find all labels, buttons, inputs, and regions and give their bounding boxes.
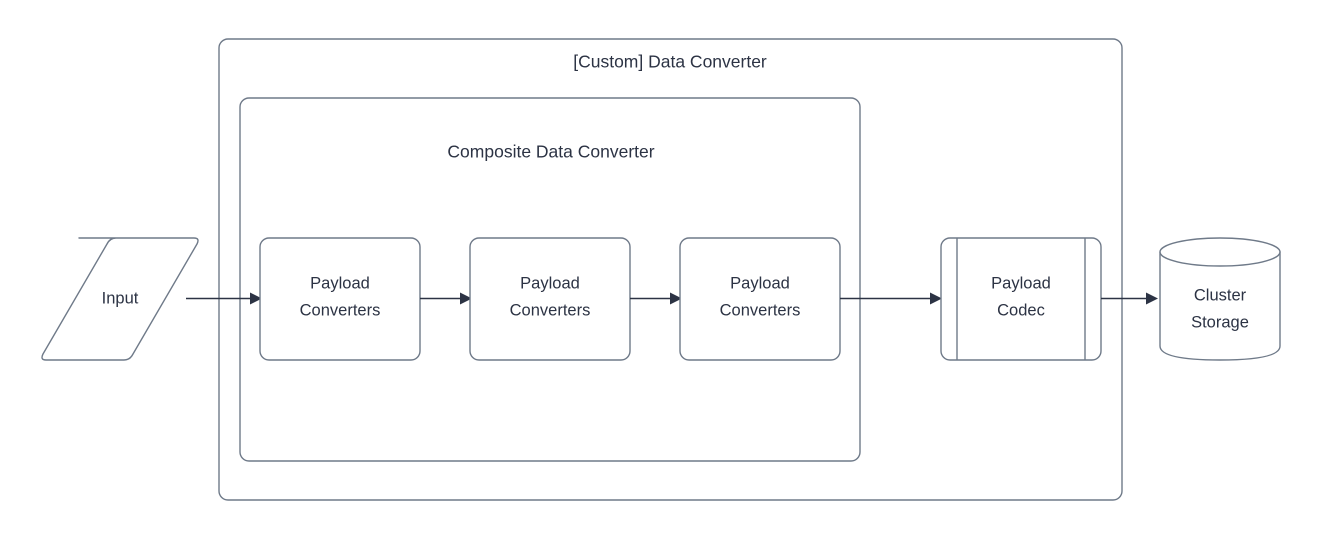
connector-input-to-converter-1 [186, 292, 262, 305]
converter-3-label-line-1: Payload [730, 274, 790, 292]
converter-3-label-line-2: Converters [720, 301, 801, 319]
node-payload-converters-1[interactable]: Payload Converters [259, 237, 421, 361]
cluster-storage-label-line-2: Storage [1191, 313, 1249, 331]
node-input[interactable]: Input [41, 237, 199, 361]
converter-1-label-line-1: Payload [310, 274, 370, 292]
cluster-storage-label-line-1: Cluster [1194, 286, 1247, 304]
converter-1-box [259, 237, 421, 361]
arrowhead-icon [670, 292, 682, 305]
node-payload-codec[interactable]: Payload Codec [940, 237, 1102, 361]
payload-codec-box [940, 237, 1102, 361]
converter-3-box [679, 237, 841, 361]
arrowhead-icon [250, 292, 262, 305]
outer-container-label: [Custom] Data Converter [573, 52, 767, 72]
input-label: Input [102, 289, 139, 307]
cluster-storage-top-cap [1159, 237, 1281, 267]
converter-2-label-line-2: Converters [510, 301, 591, 319]
input-parallelogram-shape [41, 237, 199, 361]
connector-converter-2-to-converter-3 [630, 292, 682, 305]
connector-converter-1-to-converter-2 [420, 292, 472, 305]
converter-2-box [469, 237, 631, 361]
arrowhead-icon [1146, 292, 1158, 305]
inner-container-label: Composite Data Converter [447, 142, 654, 162]
cluster-storage-body [1159, 251, 1281, 361]
payload-codec-label-line-2: Codec [997, 301, 1045, 319]
arrowhead-icon [930, 292, 942, 305]
arrowhead-icon [460, 292, 472, 305]
node-cluster-storage[interactable]: Cluster Storage [1159, 237, 1281, 361]
payload-codec-label-line-1: Payload [991, 274, 1051, 292]
connector-payload-codec-to-cluster-storage [1101, 292, 1158, 305]
converter-2-label-line-1: Payload [520, 274, 580, 292]
node-payload-converters-3[interactable]: Payload Converters [679, 237, 841, 361]
node-payload-converters-2[interactable]: Payload Converters [469, 237, 631, 361]
connector-converter-3-to-payload-codec [840, 292, 942, 305]
converter-1-label-line-2: Converters [300, 301, 381, 319]
